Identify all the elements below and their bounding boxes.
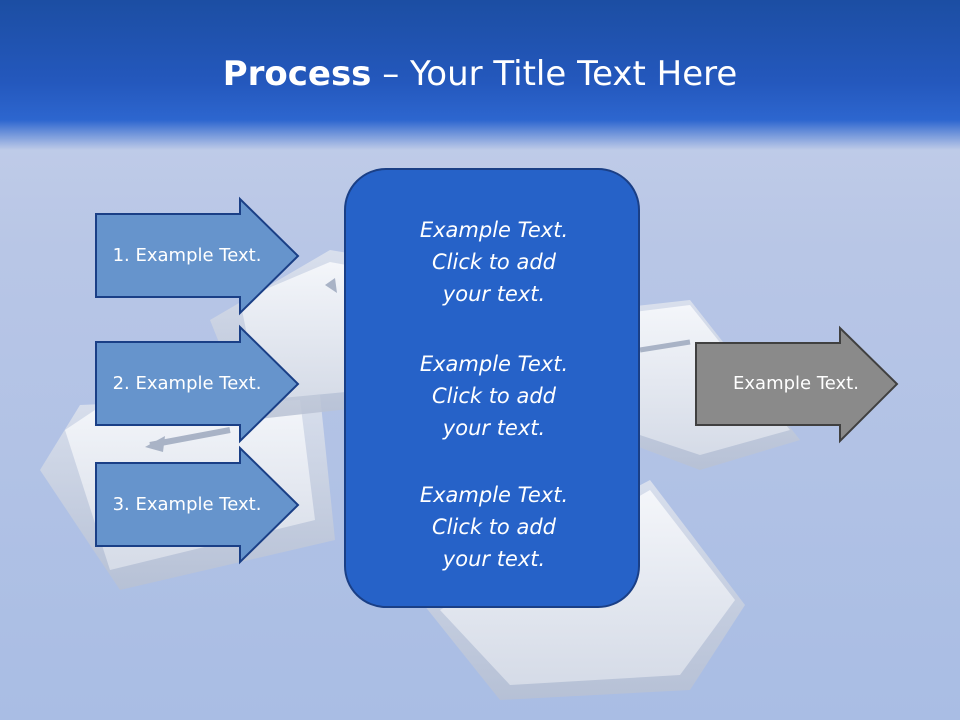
center-text-line: Click to add [431,515,556,539]
center-text-line: your text. [442,547,546,571]
center-text-line: Example Text. [419,218,569,242]
arrow-label-1: 1. Example Text. [112,245,262,266]
arrow-shape-1[interactable] [95,196,300,316]
arrow-shape-3[interactable] [95,445,300,565]
center-text-line: your text. [442,416,546,440]
left-key-arrowhead-icon [145,436,165,452]
title-bar [0,0,960,150]
center-text-line: Example Text. [419,483,569,507]
right-key-arrow-icon [639,339,691,353]
right-arrow-label: Example Text. [733,373,859,394]
center-text-block-1: Example Text. Click to add your text. [346,214,642,310]
up-key-arrowhead-icon [325,278,337,293]
arrow-shape-2[interactable] [95,324,300,444]
arrow-label-2: 2. Example Text. [112,373,262,394]
slide-title[interactable]: Process – Your Title Text Here [0,52,960,96]
title-regular-part: – Your Title Text Here [371,54,738,94]
center-text-line: Click to add [431,384,556,408]
center-text-line: Example Text. [419,352,569,376]
right-arrow-shape[interactable] [695,325,899,444]
center-text-box[interactable]: Example Text. Click to add your text. Ex… [344,168,640,608]
center-text-line: Click to add [431,250,556,274]
center-text-block-3: Example Text. Click to add your text. [346,479,642,575]
title-bold-part: Process [222,54,372,94]
center-text-block-2: Example Text. Click to add your text. [346,348,642,444]
arrow-label-3: 3. Example Text. [112,494,262,515]
center-text-line: your text. [442,282,546,306]
